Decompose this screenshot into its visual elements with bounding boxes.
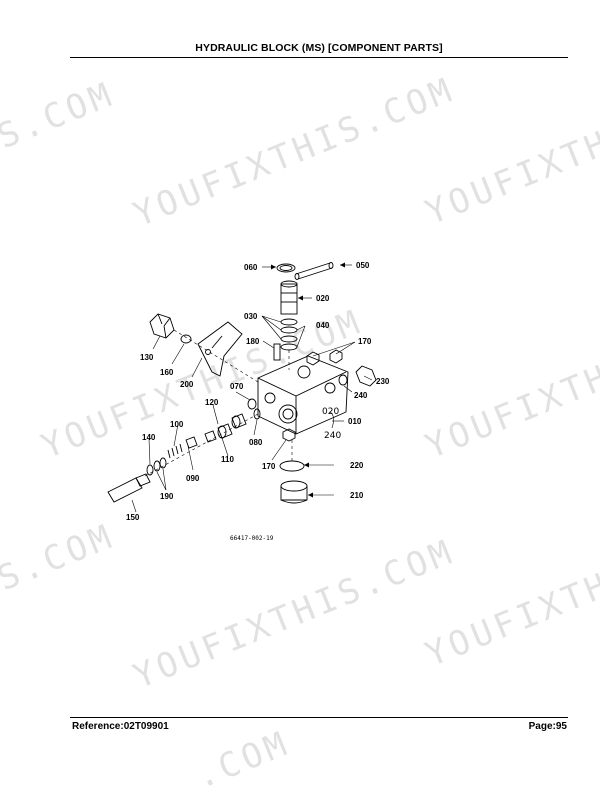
o-ring-240 [338, 374, 348, 386]
pin-050 [294, 262, 334, 280]
header-divider [70, 57, 568, 58]
centerlines [144, 329, 293, 477]
leader-lines [131, 264, 373, 513]
fitting-150 [107, 473, 151, 503]
housing-010 [257, 355, 349, 435]
label-220: 220 [350, 461, 364, 470]
label-230: 230 [376, 377, 390, 386]
handwritten-020: 020 [322, 407, 339, 417]
label-090: 090 [186, 474, 200, 483]
bracket-200 [197, 321, 243, 377]
plug-130 [149, 313, 175, 339]
label-020: 020 [316, 294, 330, 303]
label-120: 120 [205, 398, 219, 407]
page-number: Page:95 [528, 721, 567, 732]
label-180: 180 [246, 337, 260, 346]
reference-number: Reference:02T09901 [72, 721, 169, 732]
spool-parts [167, 413, 247, 459]
o-rings-030-040 [280, 318, 298, 351]
page-title: HYDRAULIC BLOCK (MS) [COMPONENT PARTS] [195, 42, 443, 54]
label-160: 160 [160, 368, 174, 377]
label-040: 040 [316, 321, 330, 330]
arrowheads [271, 262, 345, 498]
label-200: 200 [180, 380, 194, 389]
spool-020 [280, 280, 298, 315]
label-210: 210 [350, 491, 364, 500]
label-030: 030 [244, 312, 258, 321]
label-060: 060 [244, 263, 258, 272]
label-110: 110 [221, 455, 234, 464]
label-070: 070 [230, 382, 244, 391]
plug-230 [355, 365, 377, 387]
label-130: 130 [140, 353, 154, 362]
o-ring-070 [247, 398, 257, 410]
label-170-bottom: 170 [262, 462, 276, 471]
label-170-top: 170 [358, 337, 372, 346]
label-240: 240 [354, 391, 368, 400]
diagram-linework [107, 262, 377, 513]
o-ring-140 [146, 464, 154, 476]
fittings-170 [282, 349, 343, 442]
label-080: 080 [249, 438, 263, 447]
footer-divider [70, 717, 568, 718]
label-050: 050 [356, 261, 370, 270]
o-ring-160 [180, 334, 192, 344]
label-100: 100 [170, 420, 184, 429]
o-ring-220 [279, 460, 305, 472]
label-150: 150 [126, 513, 140, 522]
exploded-parts-diagram: 050 060 020 030 040 180 170 130 160 200 … [107, 261, 390, 542]
label-140: 140 [142, 433, 156, 442]
label-190: 190 [160, 492, 174, 501]
pin-180 [273, 343, 281, 361]
handwritten-240: 240 [324, 431, 341, 441]
ring-060 [276, 263, 296, 273]
plug-210 [280, 480, 308, 504]
label-010: 010 [348, 417, 362, 426]
o-ring-080 [253, 408, 261, 420]
o-ring-190b [159, 457, 167, 469]
drawing-reference: 66417-002-19 [230, 535, 274, 542]
